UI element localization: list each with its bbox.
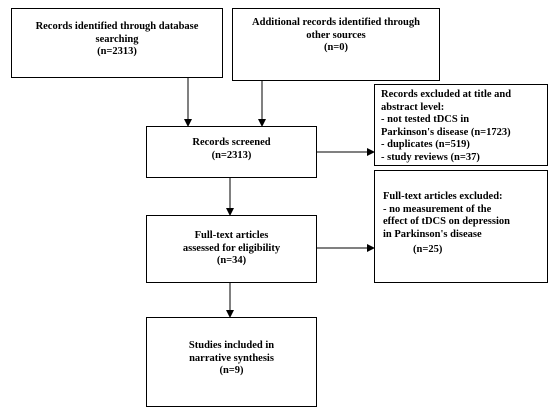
box-line: in Parkinson's disease <box>383 228 482 240</box>
box-line: Parkinson's disease (n=1723) <box>381 126 511 138</box>
records-excluded-title-box: Records excluded at title and abstract l… <box>374 84 548 166</box>
records-identified-database-box: Records identified through database sear… <box>11 8 223 78</box>
box-line: - no measurement of the <box>383 203 492 215</box>
box-line: (n=34) <box>216 255 247 266</box>
box-line: other sources <box>306 29 366 41</box>
box-line: (n=25) <box>413 244 443 255</box>
box-line: Full-text articles <box>194 230 269 241</box>
studies-included-box: Studies included in narrative synthesis … <box>146 317 317 407</box>
box-line: Records screened <box>192 137 271 148</box>
fulltext-assessed-box: Full-text articles assessed for eligibil… <box>146 215 317 283</box>
box-line: Additional records identified through <box>252 17 420 28</box>
records-identified-other-box: Additional records identified through ot… <box>232 8 440 81</box>
box-line: abstract level: <box>381 101 445 113</box>
fulltext-excluded-box: Full-text articles excluded: - no measur… <box>374 170 548 283</box>
box-line: Records identified through database <box>35 21 199 32</box>
box-line: narrative synthesis <box>189 352 274 364</box>
box-line: assessed for eligibility <box>182 242 281 254</box>
box-line: (n=2313) <box>211 149 252 161</box>
box-line: Records excluded at title and <box>381 89 512 100</box>
box-line: (n=9) <box>219 365 244 376</box>
box-line: Full-text articles excluded: <box>383 191 503 202</box>
box-line: (n=2313) <box>97 46 137 57</box>
box-line: - study reviews (n=37) <box>381 151 480 163</box>
box-line: - duplicates (n=519) <box>381 139 470 150</box>
records-screened-box: Records screened (n=2313) <box>146 126 317 178</box>
box-line: effect of tDCS on depression <box>383 216 510 227</box>
box-line: Studies included in <box>188 340 275 351</box>
box-line: (n=0) <box>323 42 349 53</box>
box-line: - not tested tDCS in <box>381 114 470 125</box>
box-line: searching <box>95 33 139 45</box>
